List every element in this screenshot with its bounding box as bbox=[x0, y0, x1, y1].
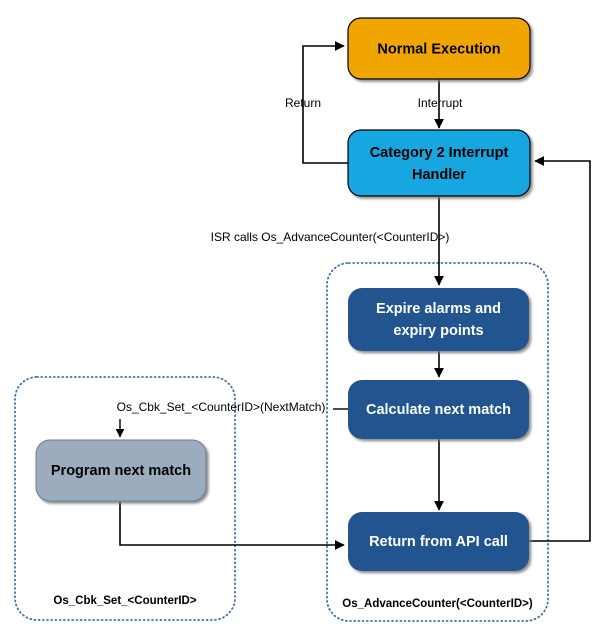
edge-label-return: Return bbox=[285, 96, 321, 110]
node-category-2-interrupt-handler[interactable]: Category 2 Interrupt Handler bbox=[347, 129, 531, 197]
node-return-from-api-call-label: Return from API call bbox=[369, 534, 508, 550]
node-program-next-match[interactable]: Program next match bbox=[35, 439, 207, 502]
edge-label-interrupt: Interrupt bbox=[418, 96, 463, 110]
os-cbk-set-group-label: Os_Cbk_Set_<CounterID> bbox=[53, 595, 196, 607]
node-calculate-next-match[interactable]: Calculate next match bbox=[348, 380, 529, 439]
os-advance-counter-group-border bbox=[326, 262, 549, 622]
node-normal-execution-shape[interactable] bbox=[347, 17, 531, 80]
node-expire-alarms[interactable]: Expire alarms and expiry points bbox=[348, 288, 529, 351]
node-expire-alarms-label-line2: expiry points bbox=[393, 323, 483, 339]
node-return-from-api-call[interactable]: Return from API call bbox=[348, 512, 529, 571]
node-expire-alarms-label-line1: Expire alarms and bbox=[376, 301, 501, 317]
os-cbk-set-group: Os_Cbk_Set_<CounterID> bbox=[14, 376, 236, 621]
os-cbk-set-group-border bbox=[14, 376, 236, 621]
node-normal-execution-label: Normal Execution bbox=[377, 41, 500, 57]
node-calculate-next-match-label: Calculate next match bbox=[366, 402, 511, 418]
node-normal-execution[interactable]: Normal Execution bbox=[347, 17, 531, 80]
os-advance-counter-group: Os_AdvanceCounter(<CounterID>) bbox=[326, 262, 549, 622]
edge-label-cbk-set: Os_Cbk_Set_<CounterID>(NextMatch) bbox=[117, 400, 326, 414]
edge-return bbox=[302, 41, 348, 164]
edge-label-isr-calls: ISR calls Os_AdvanceCounter(<CounterID>) bbox=[211, 230, 450, 244]
edge-return-api-to-handler bbox=[529, 156, 591, 542]
node-calculate-next-match-shape[interactable] bbox=[348, 380, 529, 439]
os-advance-counter-group-label: Os_AdvanceCounter(<CounterID>) bbox=[342, 598, 533, 610]
node-category-2-interrupt-handler-label-line2: Handler bbox=[412, 167, 466, 183]
node-category-2-interrupt-handler-shape[interactable] bbox=[347, 129, 531, 197]
node-expire-alarms-shape[interactable] bbox=[348, 288, 529, 351]
node-category-2-interrupt-handler-label-line1: Category 2 Interrupt bbox=[370, 145, 509, 161]
node-program-next-match-label: Program next match bbox=[51, 463, 191, 479]
edge-program-to-return-api bbox=[119, 501, 345, 550]
node-return-from-api-call-shape[interactable] bbox=[348, 512, 529, 571]
node-program-next-match-shape[interactable] bbox=[35, 439, 207, 502]
